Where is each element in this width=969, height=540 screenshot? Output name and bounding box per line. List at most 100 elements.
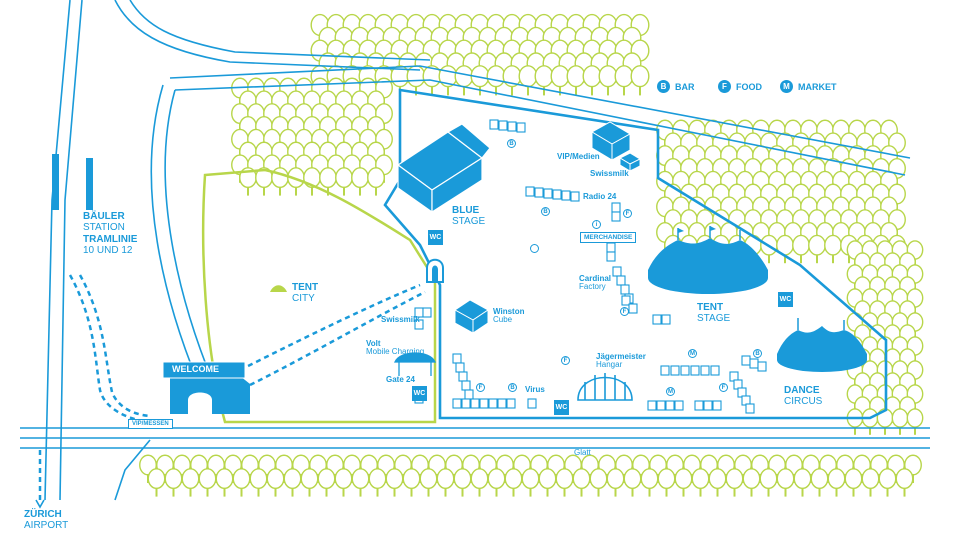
vip-medien-label: VIP/Medien — [557, 152, 600, 161]
food-marker-icon: F — [719, 383, 728, 392]
stall-box — [461, 398, 471, 409]
legend-food-label: FOOD — [736, 81, 762, 92]
stall-box — [647, 400, 657, 411]
stall-box — [470, 398, 480, 409]
stall-box — [464, 389, 474, 400]
wc-icon-blue-stage: WC — [428, 230, 443, 245]
virus-label: Virus — [525, 385, 545, 394]
walking-routes — [38, 274, 426, 500]
tree-icon — [614, 65, 634, 96]
stall-box — [757, 361, 767, 372]
swissmilk-top-label: Swissmilk — [590, 169, 629, 178]
tree-icon — [846, 408, 864, 435]
stall-box — [561, 190, 571, 201]
stall-box — [670, 365, 680, 376]
winston-title: Winston — [493, 307, 525, 316]
road-diagonal-inner — [174, 79, 906, 176]
tree-icon — [691, 468, 710, 497]
tram-lines: 10 UND 12 — [83, 244, 133, 256]
tree-icon — [164, 468, 183, 497]
station-name: BÄULER — [83, 211, 125, 222]
blue-stage-label: BLUE STAGE — [452, 205, 485, 227]
stall-box — [488, 398, 498, 409]
winston-cube-building — [454, 299, 489, 334]
tree-icon — [725, 468, 744, 497]
tram-stop-1 — [52, 154, 59, 210]
cardinal-sub: Factory — [579, 282, 606, 292]
legend-bar-label: BAR — [675, 81, 695, 92]
food-marker-icon: F — [620, 307, 629, 316]
stall-box — [506, 398, 516, 409]
stall-box — [700, 365, 710, 376]
dance-circus-label: DANCE CIRCUS — [784, 385, 822, 407]
tree-icon — [351, 167, 369, 196]
route-to-gate-2 — [249, 290, 426, 387]
tent-stage-title: TENT — [697, 302, 724, 313]
blue-stage-building — [396, 123, 491, 214]
stall-box — [422, 307, 432, 318]
volt-title: Volt — [366, 339, 381, 348]
stall-box — [694, 400, 704, 411]
stall-box — [749, 358, 759, 369]
stall-box — [741, 355, 751, 366]
market-marker-icon: M — [780, 80, 793, 93]
tree-icon — [589, 468, 608, 497]
tree-icon — [674, 468, 693, 497]
tree-icon — [436, 468, 455, 497]
stall-box — [461, 380, 471, 391]
merchandise-sign: MERCHANDISE — [580, 232, 637, 243]
swissmilk-left-label: Swissmilk — [381, 315, 420, 324]
stall-box — [611, 202, 621, 213]
tent-city-sub: CITY — [292, 292, 315, 304]
airport-label: ZÜRICH AIRPORT — [24, 509, 69, 531]
tree-icon — [844, 468, 863, 497]
tree-clusters — [139, 13, 924, 497]
stall-box — [552, 189, 562, 200]
stall-box — [570, 191, 580, 202]
hangar-building — [577, 373, 633, 401]
tree-icon — [351, 468, 370, 497]
stall-box — [452, 398, 462, 409]
airport-name: AIRPORT — [24, 519, 69, 531]
bar-marker-icon: B — [657, 80, 670, 93]
welcome-gate — [162, 361, 250, 414]
tree-icon — [232, 468, 251, 497]
tree-icon — [878, 468, 897, 497]
stall-box — [616, 275, 626, 286]
tree-icon — [334, 468, 353, 497]
tree-icon — [487, 468, 506, 497]
stall-box — [458, 371, 468, 382]
stall-box — [710, 365, 720, 376]
jagermeister-label: Jägermeister Hangar — [596, 352, 646, 370]
tree-icon — [657, 468, 676, 497]
tree-icon — [215, 468, 234, 497]
tree-icon — [283, 468, 302, 497]
tree-icon — [861, 408, 879, 435]
stall-box — [489, 119, 499, 130]
legend-market: M MARKET — [780, 80, 837, 93]
dance-circus-title: DANCE — [784, 385, 820, 396]
market-marker-icon: M — [666, 387, 675, 396]
tent-city-label: TENT CITY — [292, 282, 318, 304]
stall-boxes — [414, 119, 767, 414]
road-top-left-curve-inner — [129, 0, 431, 61]
tree-icon — [861, 468, 880, 497]
tree-icon — [776, 468, 795, 497]
stall-box — [498, 120, 508, 131]
welcome-sign: WELCOME — [172, 364, 219, 374]
tree-icon — [335, 167, 353, 196]
tree-icon — [793, 468, 812, 497]
tree-icon — [385, 468, 404, 497]
stall-box — [611, 211, 621, 222]
stall-box — [414, 319, 424, 330]
tent-stage-tent — [648, 226, 768, 294]
bar-marker-icon: B — [508, 383, 517, 392]
gate24-label: Gate 24 — [386, 375, 415, 384]
tree-icon — [824, 234, 842, 264]
tree-icon — [572, 468, 591, 497]
tree-icon — [810, 468, 829, 497]
volt-sub: Mobile Charging — [366, 347, 425, 357]
radio24-label: Radio 24 — [583, 192, 617, 201]
volt-label: Volt Mobile Charging — [366, 339, 425, 357]
